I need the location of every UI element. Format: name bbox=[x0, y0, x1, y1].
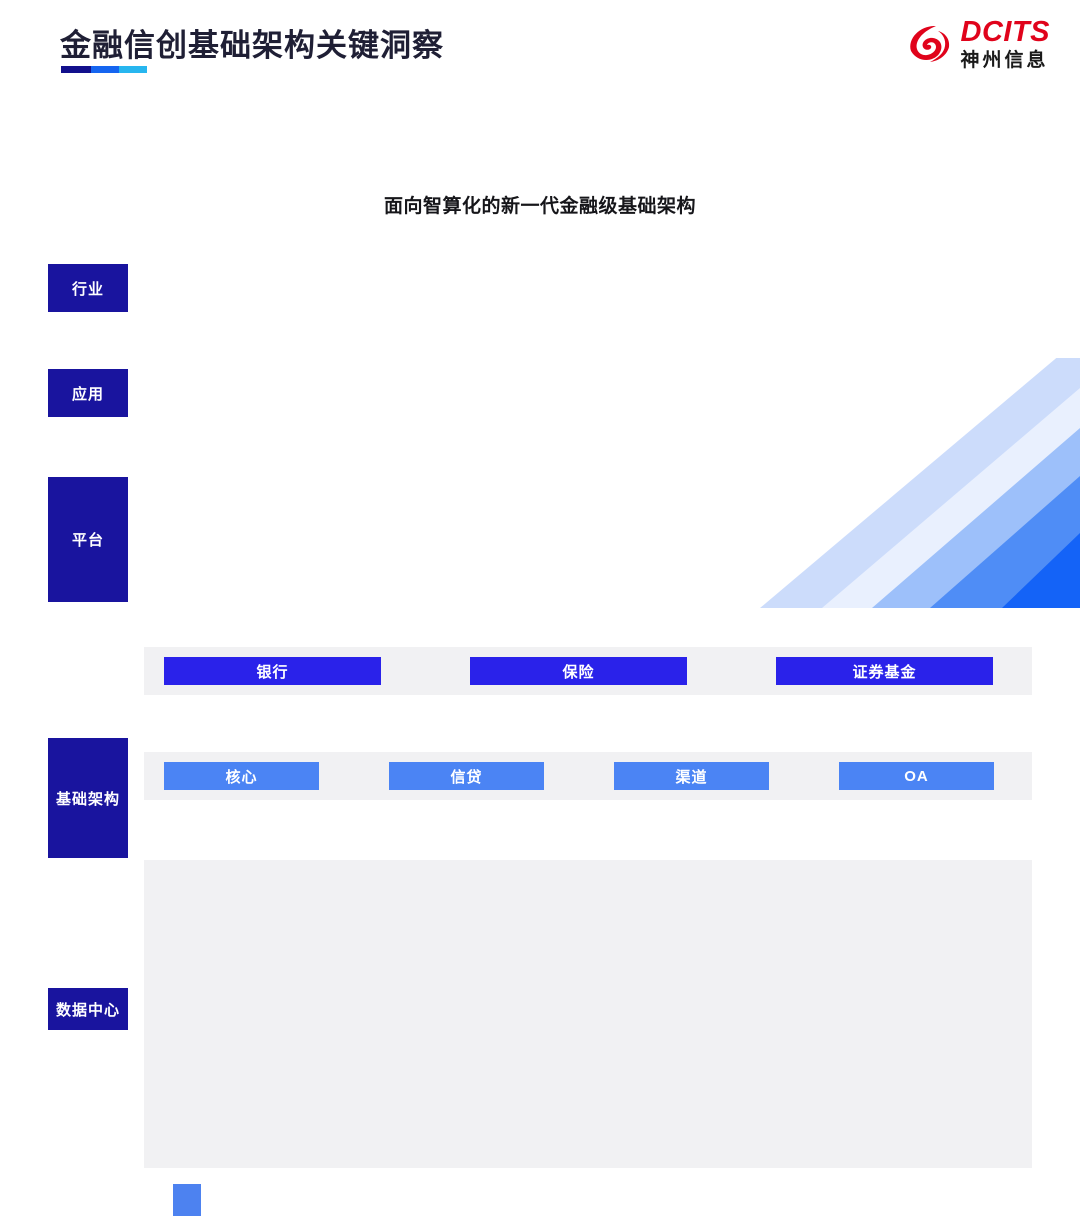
rail-label-platform: 平台 bbox=[48, 477, 128, 602]
rail-label-datacenter: 数据中心 bbox=[48, 988, 128, 1030]
diagram-subtitle: 面向智算化的新一代金融级基础架构 bbox=[383, 196, 696, 217]
brand-logo: DCITS 神州信息 bbox=[905, 18, 1051, 70]
application-band: 核心 信贷 渠道 OA bbox=[144, 752, 1032, 800]
rail-label-infrastructure: 基础架构 bbox=[48, 738, 128, 858]
application-chip-channel[interactable]: 渠道 bbox=[614, 762, 769, 790]
industry-chip-bank[interactable]: 银行 bbox=[164, 657, 381, 685]
dcits-swirl-icon bbox=[905, 20, 953, 68]
application-chip-core[interactable]: 核心 bbox=[164, 762, 319, 790]
corner-stripe-decoration bbox=[760, 358, 1080, 608]
industry-chip-securities[interactable]: 证券基金 bbox=[776, 657, 993, 685]
industry-band: 银行 保险 证券基金 bbox=[144, 647, 1032, 695]
rail-label-industry: 行业 bbox=[48, 264, 128, 312]
rail-label-application: 应用 bbox=[48, 369, 128, 417]
application-chip-oa[interactable]: OA bbox=[839, 762, 994, 790]
application-chip-credit[interactable]: 信贷 bbox=[389, 762, 544, 790]
platform-infrastructure-band bbox=[144, 860, 1032, 1168]
logo-text-en: DCITS bbox=[960, 16, 1050, 48]
title-accent-rule bbox=[61, 66, 147, 73]
vertical-bar-devops: 开发运维一体化 bbox=[173, 1184, 201, 1216]
logo-text-cn: 神州信息 bbox=[960, 50, 1049, 71]
industry-chip-insurance[interactable]: 保险 bbox=[470, 657, 687, 685]
page-header: 金融信创基础架构关键洞察 DCITS 神州信息 bbox=[0, 0, 1080, 92]
page-title: 金融信创基础架构关键洞察 bbox=[60, 28, 444, 63]
